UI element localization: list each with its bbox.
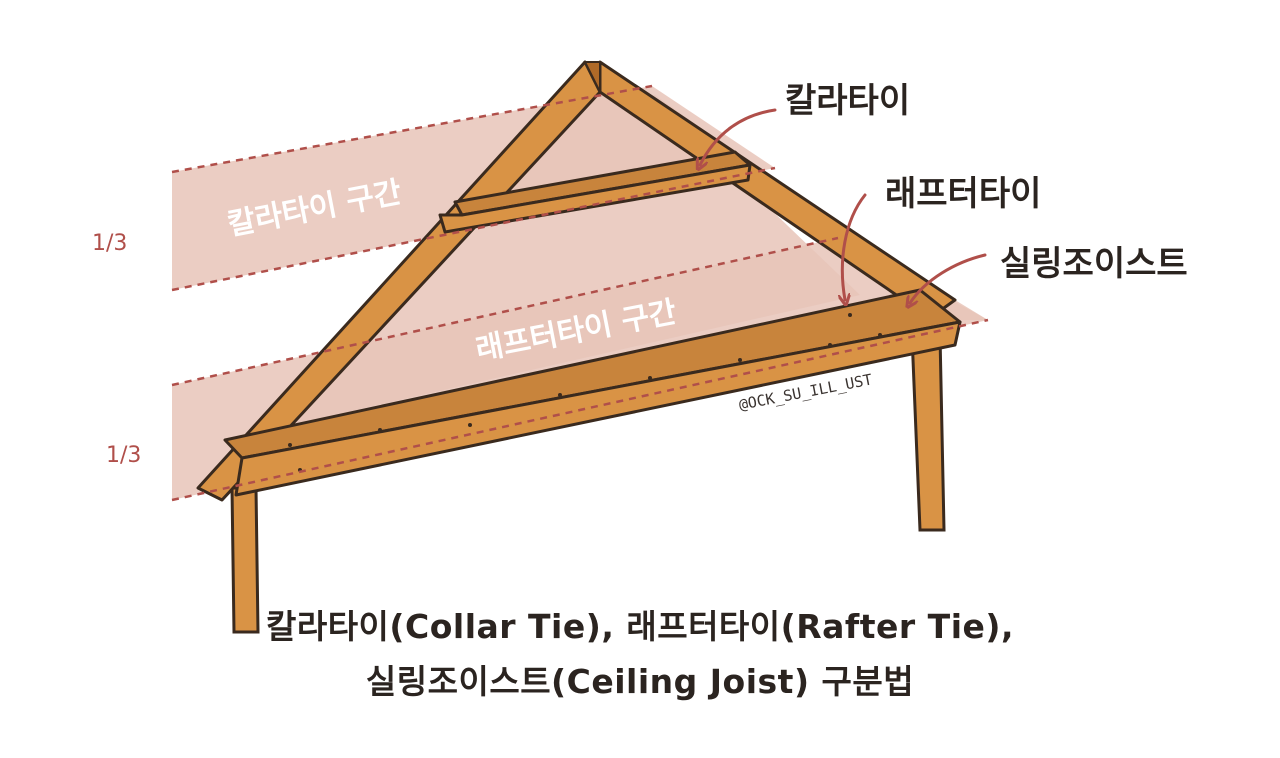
callout-arrows [700, 108, 987, 303]
right-post [910, 333, 946, 532]
collar-tie-beam [438, 150, 752, 234]
guide-line-1 [171, 84, 653, 174]
dashed-guides [171, 84, 989, 502]
collar-tie-label: 칼라타이 [785, 81, 910, 121]
guide-line-4 [171, 318, 989, 502]
caption-line-2: 실링조이스트(Ceiling Joist) 구분법 [365, 662, 915, 701]
fraction-top: 1/3 [92, 231, 127, 256]
guide-line-3 [171, 236, 839, 387]
ceiling-joist [223, 288, 962, 497]
right-rafter-face [583, 61, 601, 93]
ceiling-joist-face [234, 320, 962, 497]
ceiling-joist-label: 실링조이스트 [1000, 244, 1188, 284]
ceiling-joist-arrow [910, 253, 987, 303]
rafter-tie-arrow [842, 193, 867, 300]
guide-line-2 [171, 166, 776, 292]
rafter-tie-label: 래프터타이 [885, 174, 1041, 214]
caption-line-1: 칼라타이(Collar Tie), 래프터타이(Rafter Tie), [265, 607, 1015, 646]
rafters [196, 60, 957, 502]
fraction-bottom: 1/3 [106, 443, 141, 468]
collar-tie-arrow [700, 108, 777, 165]
